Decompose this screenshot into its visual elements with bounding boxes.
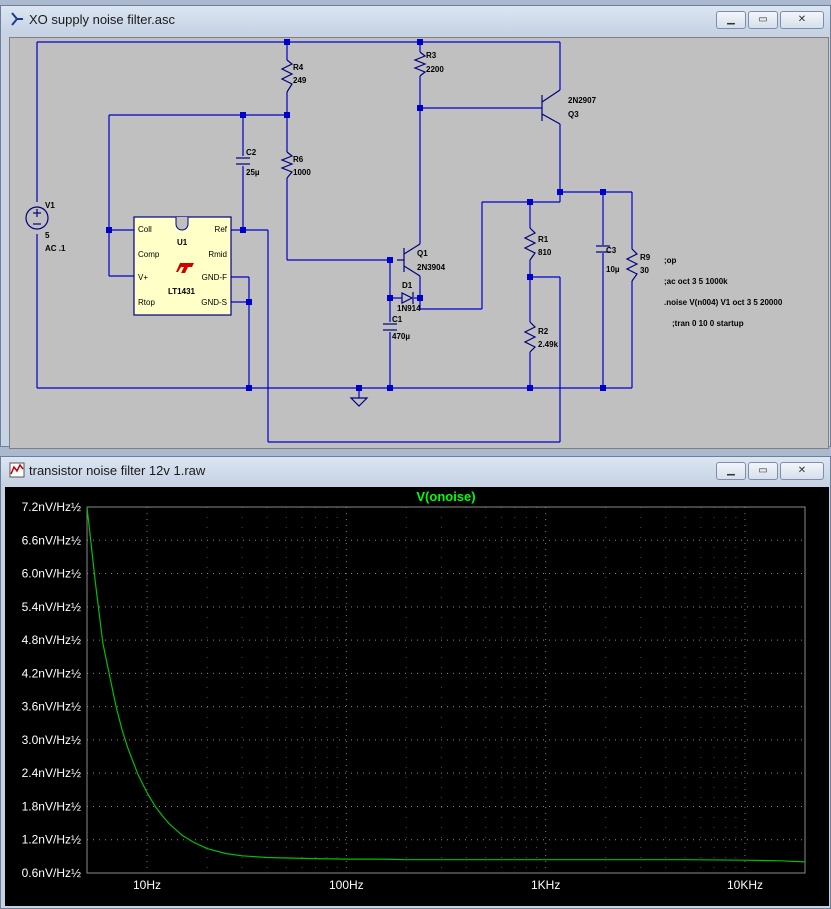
schematic-icon [11, 12, 23, 26]
r3-label: R3 [426, 51, 437, 60]
schematic-canvas[interactable]: V1 5 AC .1 U1 LT1431 Coll Comp V+ Rtop R… [9, 37, 829, 449]
close-button[interactable]: ✕ [780, 11, 824, 29]
q1-part: 2N3904 [417, 263, 446, 272]
pin-rmid: Rmid [208, 250, 227, 259]
q3-part: 2N2907 [568, 96, 597, 105]
c3-value: 10µ [606, 265, 620, 274]
v1-value: 5 [45, 231, 50, 240]
d1-part: 1N914 [397, 304, 421, 313]
r6-label: R6 [293, 155, 304, 164]
pin-gnd-s: GND-S [201, 298, 227, 307]
spice-directives[interactable]: ;op ;ac oct 3 5 1000k .noise V(n004) V1 … [664, 256, 783, 328]
c1-value: 470µ [392, 332, 410, 341]
junction-dots [106, 39, 606, 391]
r4-symbol [280, 59, 294, 93]
y-tick-label: 6.0nV/Hz½ [22, 567, 81, 581]
r9-symbol [625, 248, 639, 282]
y-tick-label: 3.6nV/Hz½ [22, 700, 81, 714]
y-tick-label: 0.6nV/Hz½ [22, 866, 81, 880]
plot-window: transistor noise filter 12v 1.raw ▁ ▭ ✕ … [0, 456, 831, 909]
schematic-titlebar[interactable]: XO supply noise filter.asc ▁ ▭ ✕ [1, 6, 830, 33]
pin-rtop: Rtop [138, 298, 155, 307]
r2-value: 2.49k [538, 340, 559, 349]
schematic-title: XO supply noise filter.asc [29, 12, 175, 27]
u1-part: LT1431 [168, 287, 196, 296]
series-line-v-onoise[interactable] [86, 506, 806, 863]
c1-label: C1 [392, 315, 403, 324]
v1-label: V1 [45, 201, 55, 210]
x-tick-label: 1KHz [531, 878, 560, 892]
plot-frame [86, 506, 806, 874]
y-tick-label: 1.8nV/Hz½ [22, 799, 81, 813]
maximize-button[interactable]: ▭ [748, 11, 778, 29]
y-tick-label: 2.4nV/Hz½ [22, 766, 81, 780]
y-tick-label: 5.4nV/Hz½ [22, 600, 81, 614]
y-tick-label: 7.2nV/Hz½ [22, 500, 81, 514]
v1-ac-value: AC .1 [45, 244, 66, 253]
minimize-button[interactable]: ▁ [716, 462, 746, 480]
r1-label: R1 [538, 235, 549, 244]
c2-value: 25µ [246, 168, 260, 177]
x-tick-label: 10KHz [727, 878, 763, 892]
c3-label: C3 [606, 246, 617, 255]
r2-label: R2 [538, 327, 549, 336]
wires [36, 41, 633, 443]
noise-chart[interactable]: V(onoise) 7.2nV/Hz½ 6.6nV/Hz½ 6.0nV/Hz½ 5.4… [5, 487, 829, 906]
r1-symbol [523, 227, 537, 261]
y-tick-label: 4.2nV/Hz½ [22, 666, 81, 680]
chart-title[interactable]: V(onoise) [416, 489, 475, 504]
r3-value: 2200 [426, 65, 444, 74]
plot-titlebar[interactable]: transistor noise filter 12v 1.raw ▁ ▭ ✕ [1, 457, 830, 484]
c2-label: C2 [246, 148, 257, 157]
x-tick-label: 10Hz [133, 878, 161, 892]
d1-label: D1 [402, 281, 413, 290]
schematic-drawing[interactable]: V1 5 AC .1 U1 LT1431 Coll Comp V+ Rtop R… [10, 38, 829, 449]
y-tick-label: 1.2nV/Hz½ [22, 833, 81, 847]
q1-label: Q1 [417, 249, 428, 258]
y-axis-ticks: 7.2nV/Hz½ 6.6nV/Hz½ 6.0nV/Hz½ 5.4nV/Hz½ 4.8n… [22, 500, 81, 880]
minimize-button[interactable]: ▁ [716, 11, 746, 29]
pin-vplus: V+ [138, 273, 148, 282]
r2-symbol [523, 321, 537, 353]
y-tick-label: 3.0nV/Hz½ [22, 733, 81, 747]
lt-logo-icon [176, 263, 194, 273]
v1-symbol [25, 206, 49, 230]
maximize-button[interactable]: ▭ [748, 462, 778, 480]
pin-coll: Coll [138, 225, 152, 234]
u1-label: U1 [177, 238, 188, 247]
schematic-window: XO supply noise filter.asc ▁ ▭ ✕ [0, 5, 831, 449]
q3-label: Q3 [568, 110, 579, 119]
r6-value: 1000 [293, 168, 311, 177]
x-axis-ticks: 10Hz 100Hz 1KHz 10KHz [133, 878, 763, 892]
pin-comp: Comp [138, 250, 160, 259]
r1-value: 810 [538, 248, 552, 257]
directive-op: ;op [664, 256, 677, 265]
directive-tran: ;tran 0 10 0 startup [672, 319, 744, 328]
plot-title: transistor noise filter 12v 1.raw [29, 463, 206, 478]
close-button[interactable]: ✕ [780, 462, 824, 480]
y-tick-label: 4.8nV/Hz½ [22, 633, 81, 647]
plot-canvas[interactable]: V(onoise) 7.2nV/Hz½ 6.6nV/Hz½ 6.0nV/Hz½ 5.4… [5, 487, 829, 906]
r9-value: 30 [640, 266, 649, 275]
waveform-icon [9, 462, 25, 478]
pin-gnd-f: GND-F [202, 273, 227, 282]
x-tick-label: 100Hz [329, 878, 364, 892]
r6-symbol [280, 151, 294, 179]
chart-grid [87, 506, 806, 874]
r3-symbol [413, 51, 427, 77]
r9-label: R9 [640, 253, 651, 262]
y-tick-label: 6.6nV/Hz½ [22, 533, 81, 547]
directive-noise: .noise V(n004) V1 oct 3 5 20000 [664, 298, 783, 307]
directive-ac: ;ac oct 3 5 1000k [664, 277, 728, 286]
component-symbols [25, 51, 639, 407]
pin-ref: Ref [215, 225, 228, 234]
component-labels: V1 5 AC .1 U1 LT1431 Coll Comp V+ Rtop R… [45, 51, 651, 349]
r4-value: 249 [293, 76, 307, 85]
r4-label: R4 [293, 63, 304, 72]
